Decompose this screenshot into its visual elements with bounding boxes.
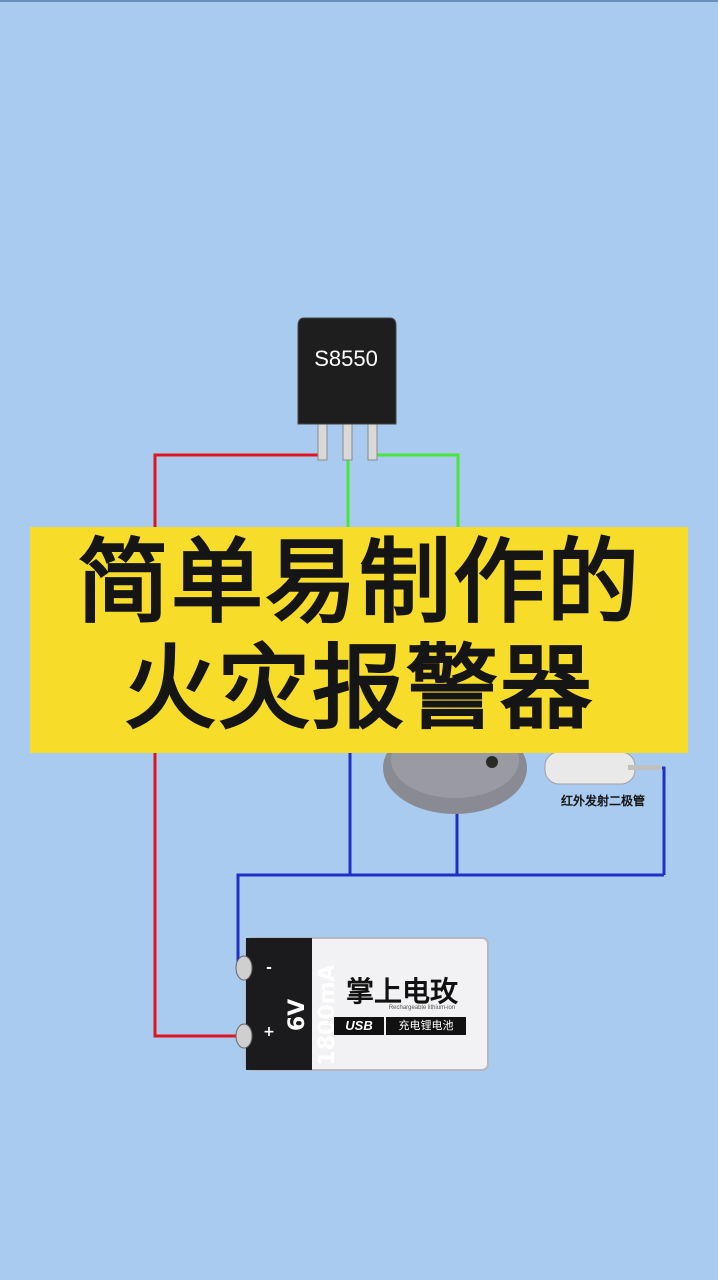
battery-tiny-text: Rechargeable lithium-ion xyxy=(388,1005,456,1011)
battery-terminal-plus xyxy=(235,1023,253,1049)
battery-spec: 6V 1800mA xyxy=(285,964,340,1066)
transistor-body xyxy=(297,317,397,425)
battery xyxy=(235,937,489,1071)
battery-minus-sign: - xyxy=(266,960,272,976)
ir-diode xyxy=(544,751,662,785)
battery-usb-label: USB xyxy=(334,1017,384,1035)
ir-diode-lead xyxy=(628,765,662,770)
buzzer-hole xyxy=(486,756,498,768)
transistor xyxy=(297,317,397,461)
title-banner: 简单易制作的 火灾报警器 xyxy=(30,527,688,753)
battery-terminal-minus xyxy=(235,955,253,981)
battery-plus-sign: + xyxy=(263,1024,275,1040)
battery-sub-label: 充电锂电池 xyxy=(386,1017,466,1035)
title-line-2: 火灾报警器 xyxy=(123,635,594,742)
title-line-1: 简单易制作的 xyxy=(76,529,641,636)
blue-wire-ir xyxy=(640,766,666,875)
battery-dark-band xyxy=(246,938,312,1070)
battery-brand: 掌上电玫 xyxy=(345,975,458,1008)
green-wire-right xyxy=(372,453,460,530)
ir-diode-label: 红外发射二极管 xyxy=(560,794,645,808)
ir-diode-body xyxy=(544,751,636,785)
transistor-label: S8550 xyxy=(314,346,378,371)
